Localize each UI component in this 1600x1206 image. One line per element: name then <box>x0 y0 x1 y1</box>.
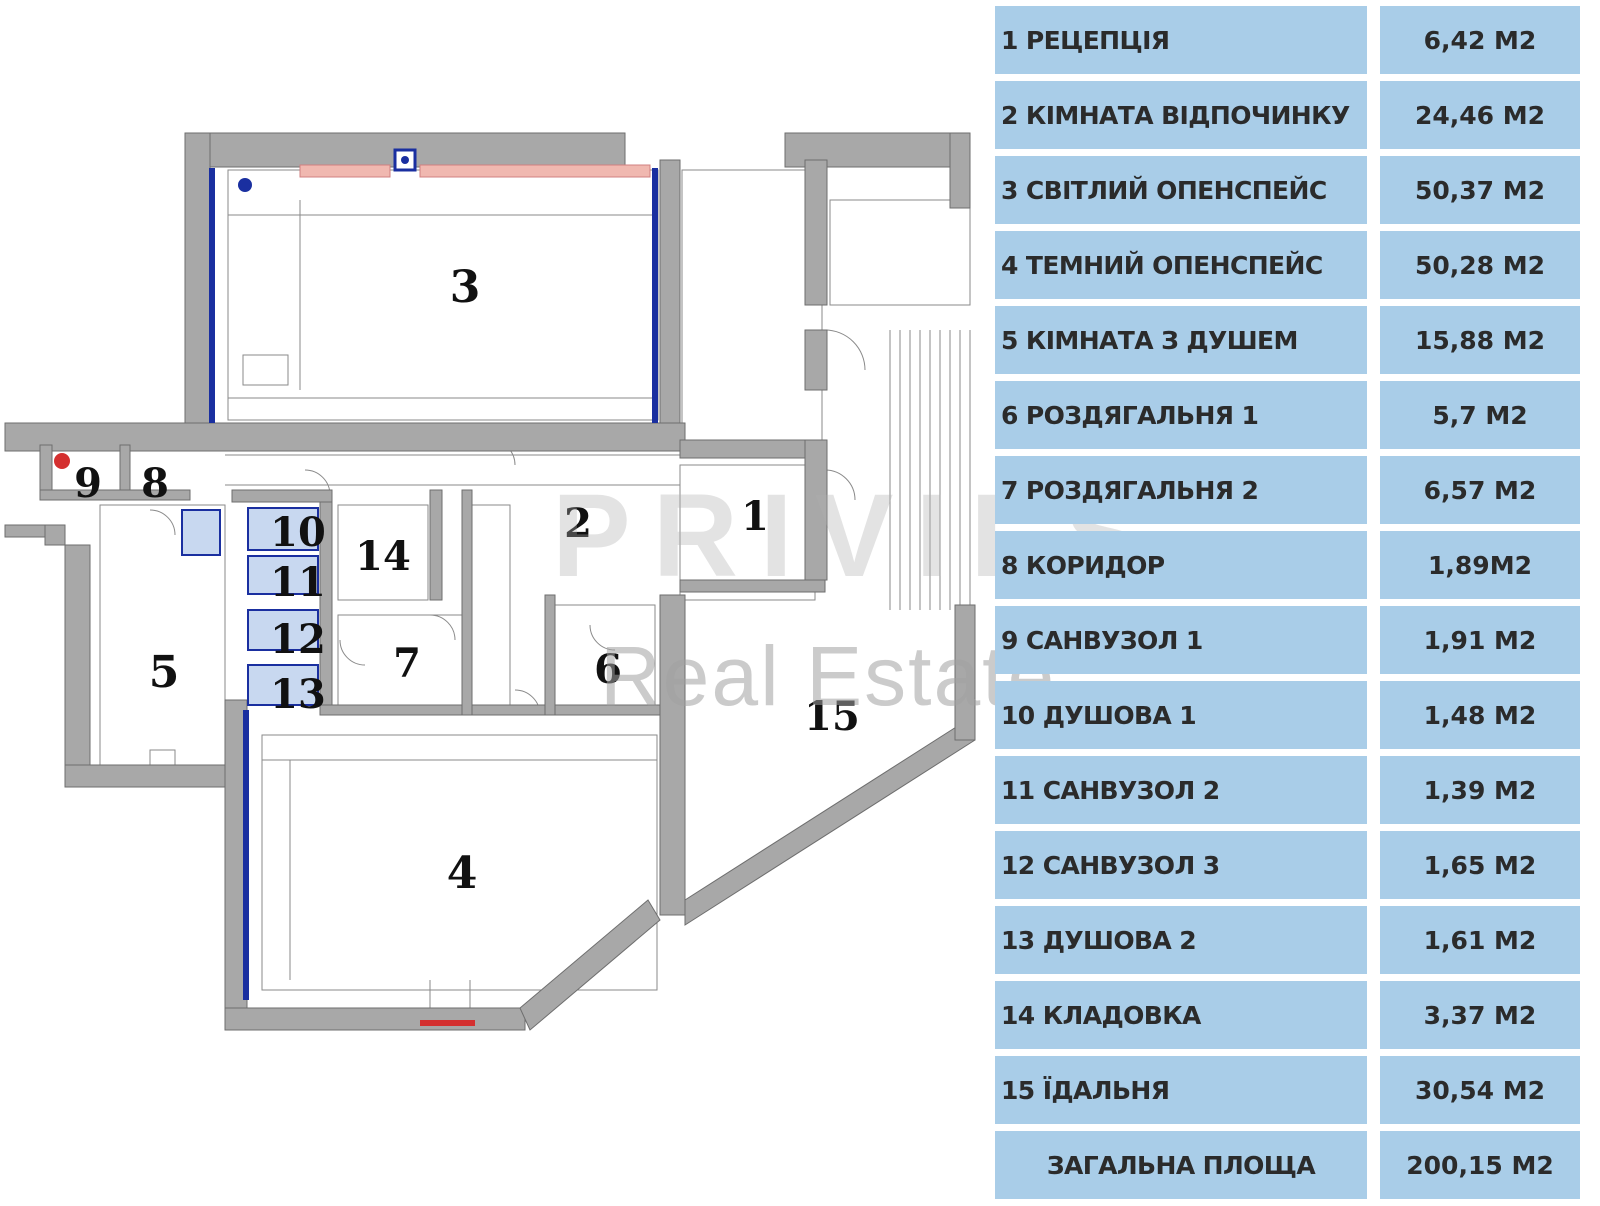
room-name-cell: 14 КЛАДОВКА <box>995 981 1367 1049</box>
room-label-4: 4 <box>447 848 478 899</box>
room-name-cell: 7 РОЗДЯГАЛЬНЯ 2 <box>995 456 1367 524</box>
room-name-cell: 8 КОРИДОР <box>995 531 1367 599</box>
table-row: 15 ЇДАЛЬНЯ 30,54 М2 <box>995 1056 1580 1124</box>
room-area-cell: 1,91 М2 <box>1380 606 1580 674</box>
room-label-2: 2 <box>564 500 592 547</box>
table-row: 3 СВІТЛИЙ ОПЕНСПЕЙС 50,37 М2 <box>995 156 1580 224</box>
room-name-cell: 1 РЕЦЕПЦІЯ <box>995 6 1367 74</box>
room-label-7: 7 <box>393 640 421 687</box>
table-row: 13 ДУШОВА 2 1,61 М2 <box>995 906 1580 974</box>
room-area-cell: 15,88 М2 <box>1380 306 1580 374</box>
room-label-5: 5 <box>149 647 180 698</box>
room-name-cell: 9 САНВУЗОЛ 1 <box>995 606 1367 674</box>
plan-windows <box>54 148 658 1026</box>
table-row: 2 КІМНАТА ВІДПОЧИНКУ 24,46 М2 <box>995 81 1580 149</box>
table-row: 12 САНВУЗОЛ 3 1,65 М2 <box>995 831 1580 899</box>
table-row: 11 САНВУЗОЛ 2 1,39 М2 <box>995 756 1580 824</box>
room-name-cell: 13 ДУШОВА 2 <box>995 906 1367 974</box>
room-label-6: 6 <box>594 646 622 693</box>
room-area-cell: 5,7 М2 <box>1380 381 1580 449</box>
room-area-cell: 1,61 М2 <box>1380 906 1580 974</box>
room-label-13: 13 <box>270 671 326 718</box>
table-row: 9 САНВУЗОЛ 1 1,91 М2 <box>995 606 1580 674</box>
room-label-15: 15 <box>804 693 860 740</box>
table-row: 4 ТЕМНИЙ ОПЕНСПЕЙС 50,28 М2 <box>995 231 1580 299</box>
room-label-3: 3 <box>450 262 481 313</box>
room-label-11: 11 <box>270 559 326 606</box>
area-table: 1 РЕЦЕПЦІЯ 6,42 М2 2 КІМНАТА ВІДПОЧИНКУ … <box>995 6 1580 1206</box>
table-row: 6 РОЗДЯГАЛЬНЯ 1 5,7 М2 <box>995 381 1580 449</box>
room-name-cell: 2 КІМНАТА ВІДПОЧИНКУ <box>995 81 1367 149</box>
table-row: 10 ДУШОВА 1 1,48 М2 <box>995 681 1580 749</box>
room-name-cell: 3 СВІТЛИЙ ОПЕНСПЕЙС <box>995 156 1367 224</box>
room-area-cell: 50,28 М2 <box>1380 231 1580 299</box>
room-label-9: 9 <box>74 460 102 507</box>
plan-fine-lines <box>99 169 971 1010</box>
room-name-cell: 5 КІМНАТА З ДУШЕМ <box>995 306 1367 374</box>
floor-plan: 1 2 3 4 5 6 7 8 9 10 11 12 13 14 15 <box>4 132 976 1031</box>
room-name-cell: 15 ЇДАЛЬНЯ <box>995 1056 1367 1124</box>
room-area-cell: 1,48 М2 <box>1380 681 1580 749</box>
room-name-cell: 11 САНВУЗОЛ 2 <box>995 756 1367 824</box>
room-area-cell: 50,37 М2 <box>1380 156 1580 224</box>
room-area-cell: 30,54 М2 <box>1380 1056 1580 1124</box>
room-label-14: 14 <box>355 533 411 580</box>
room-label-12: 12 <box>270 616 326 663</box>
room-name-cell: 6 РОЗДЯГАЛЬНЯ 1 <box>995 381 1367 449</box>
table-row: 7 РОЗДЯГАЛЬНЯ 2 6,57 М2 <box>995 456 1580 524</box>
plan-walls <box>4 132 976 1031</box>
table-row: 8 КОРИДОР 1,89М2 <box>995 531 1580 599</box>
table-row: 14 КЛАДОВКА 3,37 М2 <box>995 981 1580 1049</box>
room-area-cell: 6,57 М2 <box>1380 456 1580 524</box>
room-name-cell: 12 САНВУЗОЛ 3 <box>995 831 1367 899</box>
total-row: ЗАГАЛЬНА ПЛОЩА 200,15 М2 <box>995 1131 1580 1199</box>
room-name-cell: 10 ДУШОВА 1 <box>995 681 1367 749</box>
room-area-cell: 1,65 М2 <box>1380 831 1580 899</box>
room-area-cell: 3,37 М2 <box>1380 981 1580 1049</box>
total-area: 200,15 М2 <box>1380 1131 1580 1199</box>
room-area-cell: 24,46 М2 <box>1380 81 1580 149</box>
room-area-cell: 6,42 М2 <box>1380 6 1580 74</box>
room-labels: 1 2 3 4 5 6 7 8 9 10 11 12 13 14 15 <box>74 262 860 899</box>
room-area-cell: 1,39 М2 <box>1380 756 1580 824</box>
room-label-8: 8 <box>141 460 169 507</box>
room-area-cell: 1,89М2 <box>1380 531 1580 599</box>
room-label-10: 10 <box>270 509 326 556</box>
table-row: 1 РЕЦЕПЦІЯ 6,42 М2 <box>995 6 1580 74</box>
room-name-cell: 4 ТЕМНИЙ ОПЕНСПЕЙС <box>995 231 1367 299</box>
table-row: 5 КІМНАТА З ДУШЕМ 15,88 М2 <box>995 306 1580 374</box>
room-label-1: 1 <box>741 493 769 540</box>
total-label: ЗАГАЛЬНА ПЛОЩА <box>995 1131 1367 1199</box>
